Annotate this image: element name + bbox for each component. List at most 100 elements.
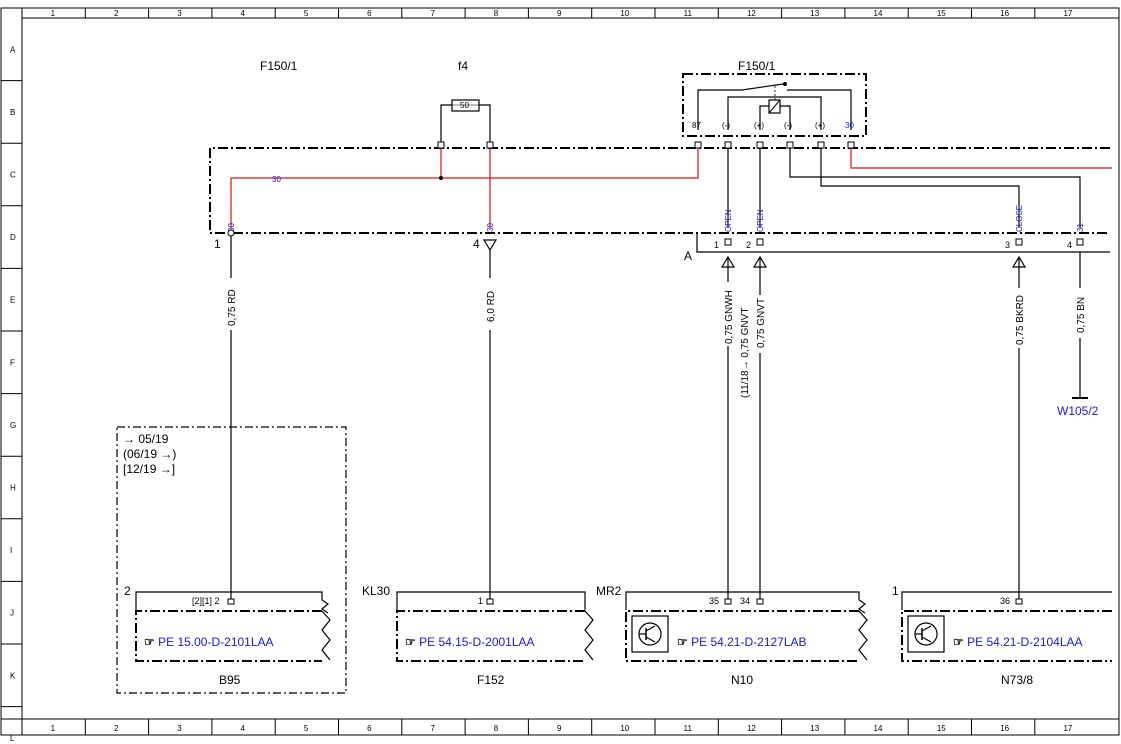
connector-a-pin-3: 3	[1005, 240, 1010, 250]
wire-code-red-top: 30	[272, 175, 281, 184]
b95-corner: 2	[124, 584, 131, 598]
red-supply-wires	[230, 148, 1112, 228]
wire-label-4-value: 0,75 GNVT	[740, 308, 751, 358]
relay-pin-plus-1: (+)	[754, 121, 764, 130]
ruler-col-top: 1	[51, 9, 56, 18]
ruler-col-top: 14	[874, 9, 883, 18]
ruler-col-top: 3	[177, 9, 182, 18]
ruler-col-top: 6	[367, 9, 372, 18]
relay-box	[682, 73, 867, 137]
connector-arrows	[720, 255, 1027, 268]
ruler-col-top: 2	[114, 9, 119, 18]
ruler-col-bottom: 10	[620, 724, 629, 733]
n10-transistor-icon	[631, 615, 669, 653]
wire-label-2: 6,0 RD	[486, 291, 497, 322]
ruler-col-bottom: 16	[1000, 724, 1009, 733]
f152-name: F152	[477, 673, 505, 687]
n73-ref-text: PE 54.21-D-2104LAA	[967, 635, 1082, 649]
ruler-col-top: 7	[430, 9, 435, 18]
n10-pin-35: 35	[709, 596, 719, 606]
ruler-col-bottom: 13	[810, 724, 819, 733]
wire-label-4: (11/18→ 0,75 GNVT	[740, 308, 751, 398]
label-f150-relay: F150/1	[738, 59, 776, 73]
internal-wires	[727, 148, 1081, 228]
label-fuse-f4: f4	[458, 59, 468, 73]
n73-ref: ☞ PE 54.21-D-2104LAA	[953, 635, 1083, 649]
n73-transistor-icon	[907, 615, 945, 653]
ruler-row: I	[10, 546, 12, 555]
fuse-value: 50	[460, 101, 469, 110]
ruler-col-bottom: 8	[494, 724, 499, 733]
wire-code-close: CLOSE	[1015, 205, 1024, 232]
wire-code-gnd: 31	[1076, 223, 1085, 232]
relay-pin-minus-2: (-)	[784, 121, 792, 130]
ruler-col-bottom: 12	[747, 724, 756, 733]
n10-name: N10	[731, 673, 753, 687]
wire-label-5: 0,75 GNVT	[756, 298, 767, 348]
f152-pin: 1	[478, 596, 483, 606]
n10-ref-text: PE 54.21-D-2127LAB	[691, 635, 806, 649]
wire-label-1: 0,75 RD	[227, 289, 238, 326]
b95-ref-text: PE 15.00-D-2101LAA	[158, 635, 273, 649]
ruler-col-bottom: 9	[557, 724, 562, 733]
ruler-col-bottom: 11	[684, 724, 693, 733]
f152-ref: ☞ PE 54.15-D-2001LAA	[405, 635, 535, 649]
ruler-row: J	[10, 609, 14, 618]
ruler-col-top: 5	[304, 9, 309, 18]
ruler-col-top: 8	[494, 9, 499, 18]
connector-1: 1	[214, 237, 221, 251]
connector-a-pin-2: 2	[746, 240, 751, 250]
ruler-col-bottom: 14	[874, 724, 883, 733]
wire-code-open-1: OPEN	[724, 209, 733, 232]
frame-outer	[0, 7, 1120, 736]
ground-ref-w105: W105/2	[1057, 404, 1099, 418]
ruler-col-bottom: 17	[1063, 724, 1072, 733]
ruler-row: A	[10, 45, 16, 54]
ruler-col-top: 11	[684, 9, 693, 18]
relay-pin-labels: 87 (-) (+) (-) (+) 30	[692, 121, 854, 130]
wire-label-4-note: (11/18→	[740, 360, 751, 398]
ruler-row: C	[10, 171, 16, 180]
f152-corner: KL30	[362, 584, 390, 598]
b95-ref: ☞ PE 15.00-D-2101LAA	[144, 635, 274, 649]
connector-a-pin-4: 4	[1067, 240, 1072, 250]
n73-name: N73/8	[1001, 673, 1033, 687]
ruler-col-top: 16	[1000, 9, 1009, 18]
connector-a-strip	[696, 233, 1110, 253]
n10-corner: MR2	[596, 584, 622, 598]
module-box-f150	[209, 147, 1110, 234]
wire-label-3: 0,75 GNWH	[724, 290, 735, 344]
ruler-col-top: 15	[937, 9, 946, 18]
ruler-col-top: 13	[810, 9, 819, 18]
ruler-row: D	[10, 233, 16, 242]
ruler-col-bottom: 7	[430, 724, 435, 733]
relay-pin-plus-2: (+)	[815, 121, 825, 130]
component-n73-8: 1 36 ☞ PE 54.21-D-2104LAA N73/8	[892, 584, 1112, 687]
b95-note-2: (06/19 →)	[123, 447, 176, 461]
connector-4-arrow	[482, 239, 498, 252]
relay-pin-minus-1: (-)	[722, 121, 730, 130]
ruler-col-top: 12	[747, 9, 756, 18]
b95-pin: [2][1] 2	[192, 596, 220, 606]
ruler-col-bottom: 2	[114, 724, 119, 733]
b95-note-1: → 05/19	[123, 432, 169, 446]
ruler-col-bottom: 4	[241, 724, 246, 733]
n10-ref: ☞ PE 54.21-D-2127LAB	[677, 635, 807, 649]
fuse-f4: 50	[437, 99, 494, 149]
connector-a-pin-1: 1	[714, 240, 719, 250]
ruler-row: G	[10, 421, 16, 430]
ruler-row: F	[10, 358, 15, 367]
ruler-row: H	[10, 484, 16, 493]
ruler-col-bottom: 6	[367, 724, 372, 733]
ruler-col-top: 9	[557, 9, 562, 18]
ruler-col-top: 10	[620, 9, 629, 18]
relay-pin-87: 87	[692, 121, 701, 130]
ruler-row: E	[10, 296, 15, 305]
wire-code-open-2: OPEN	[756, 209, 765, 232]
harness-wires	[230, 236, 1088, 600]
relay-contacts	[697, 82, 852, 130]
